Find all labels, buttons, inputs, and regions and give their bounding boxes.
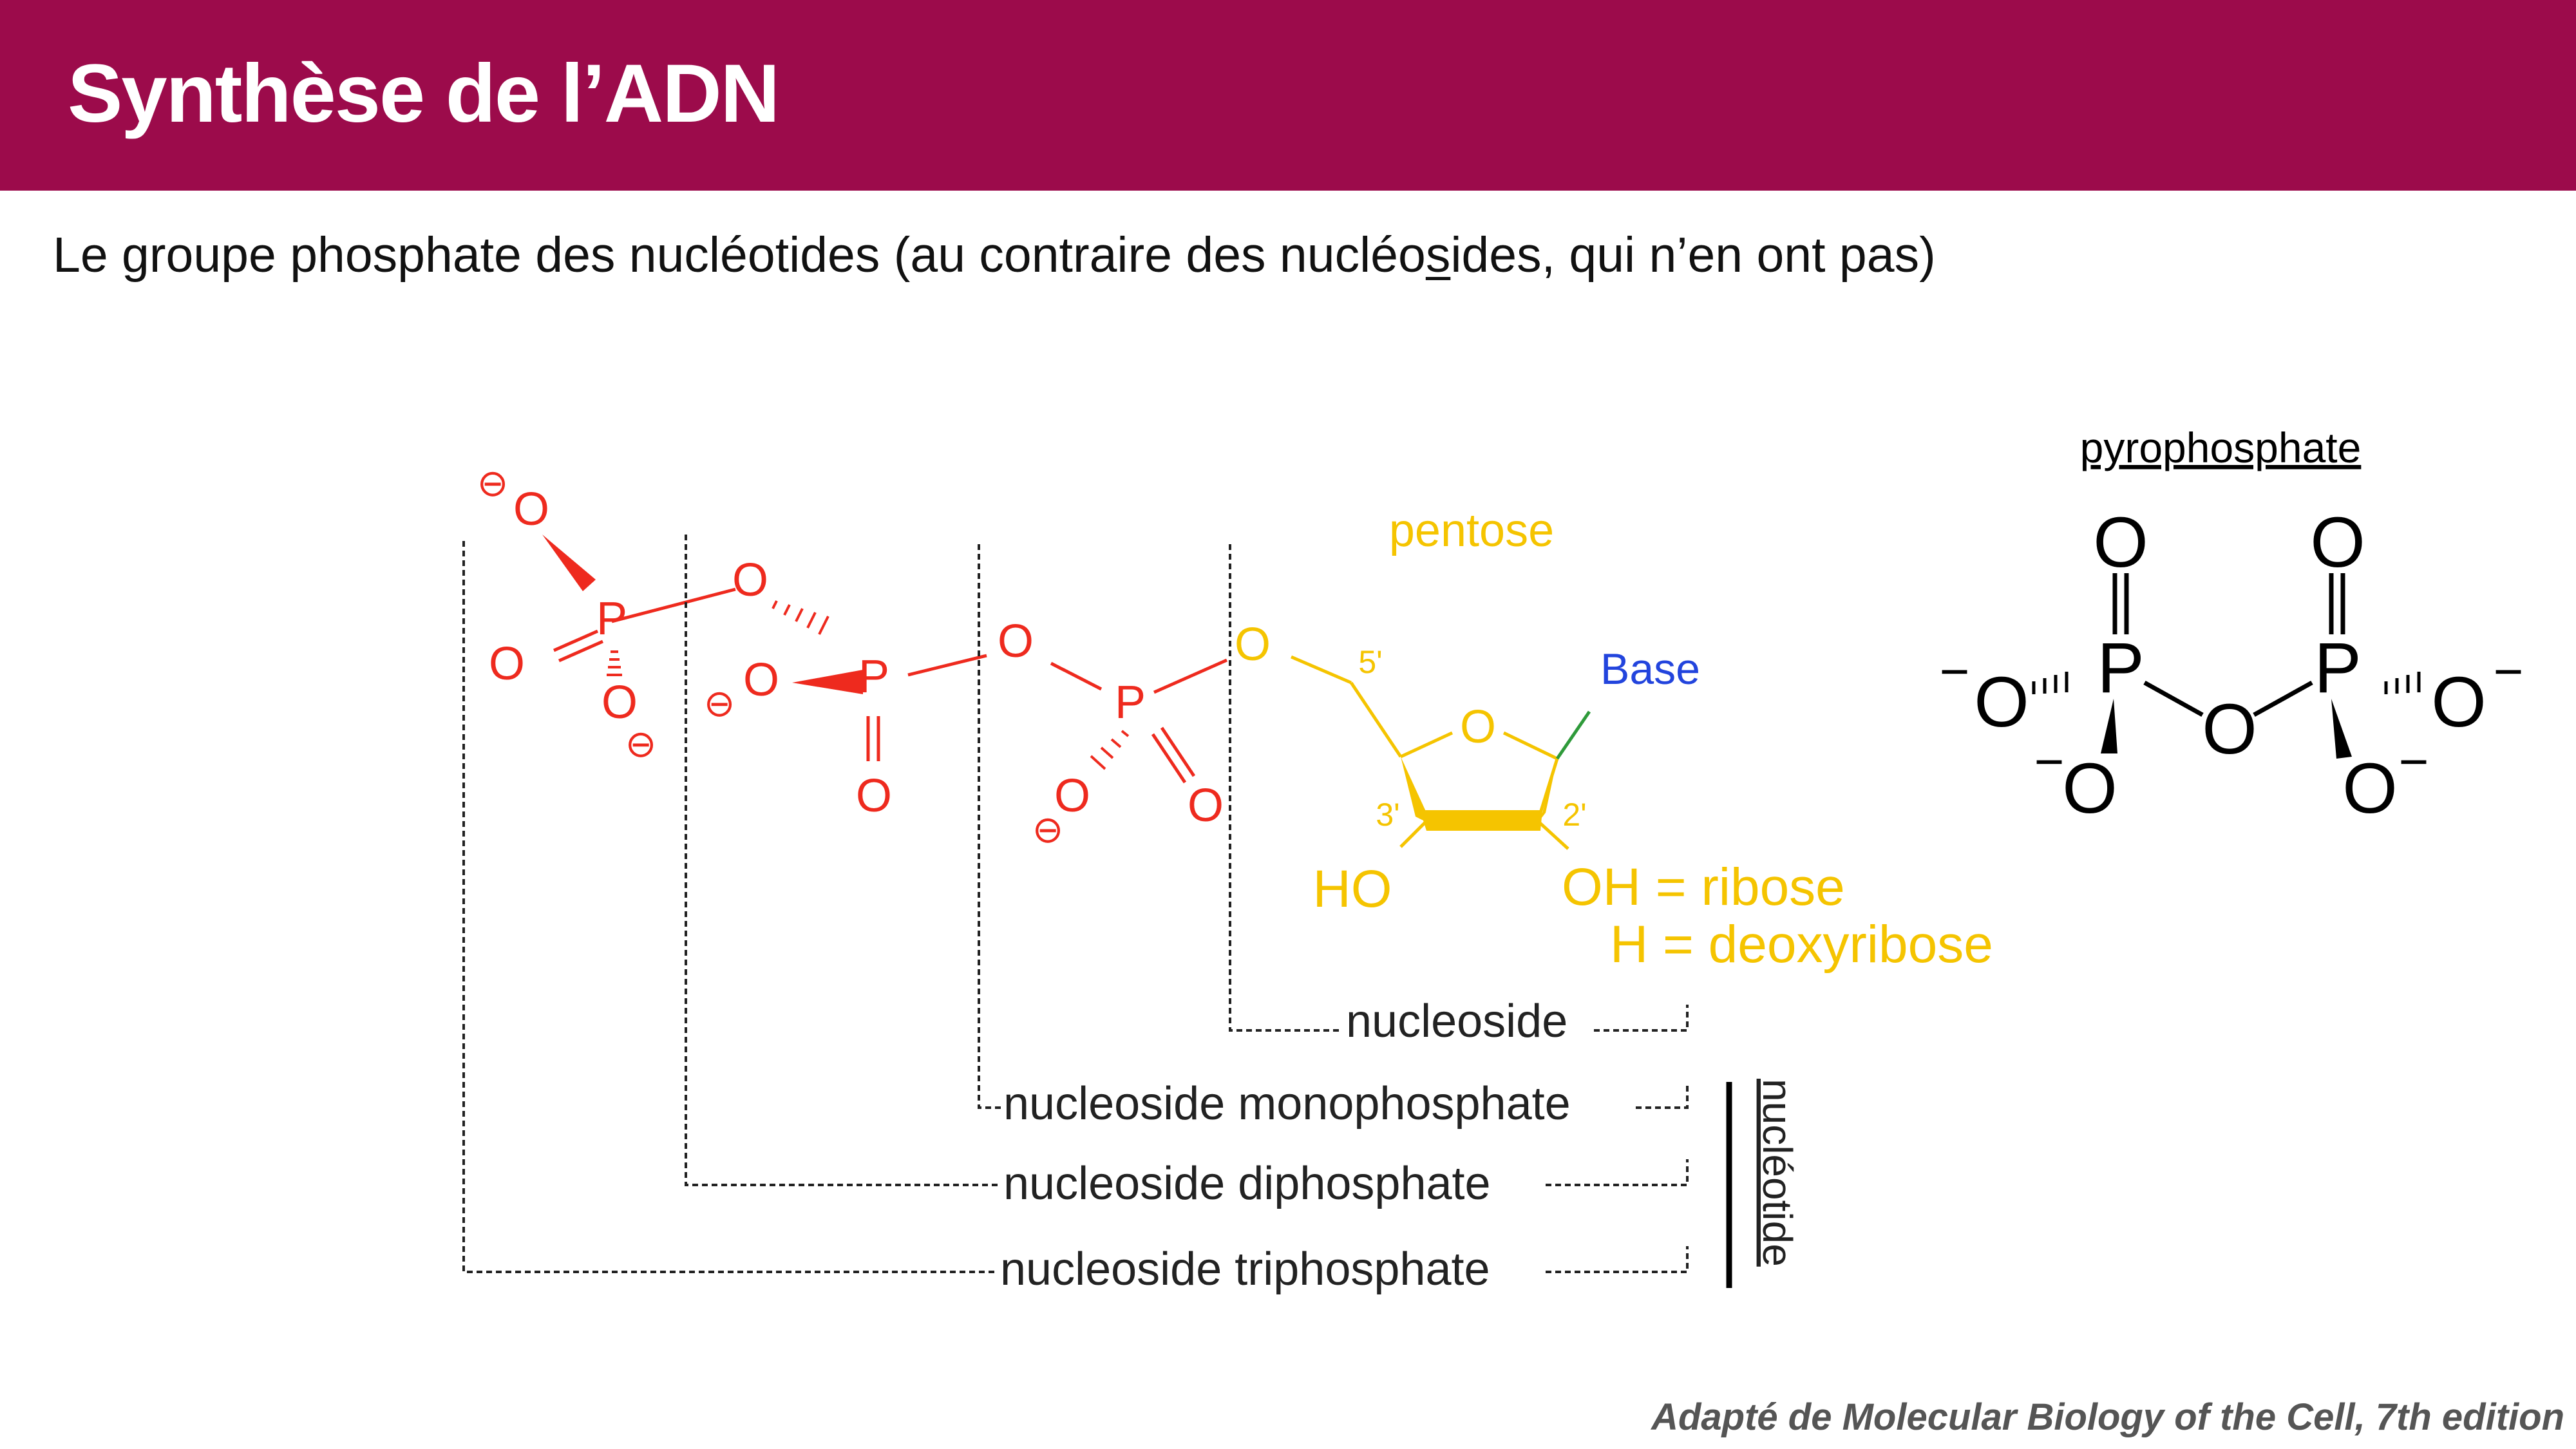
bond-p1-o-double-a — [553, 629, 599, 652]
hashed-bond-obridge-p2 — [772, 600, 829, 635]
ppi-minus-right: − — [2494, 643, 2524, 700]
bracket-nucleoside-left — [1229, 544, 1343, 1032]
atom-o-p2-left: O — [743, 654, 779, 706]
slide-title: Synthèse de l’ADN — [68, 48, 780, 140]
nucleotide-label: nucléotide — [1754, 1079, 1801, 1267]
phosphate-bonds — [553, 587, 1228, 784]
ring-wedge-bottom — [1420, 810, 1542, 831]
ppi-o-bottom-right: O — [2342, 749, 2398, 828]
bracket-di-right — [1546, 1159, 1689, 1186]
subtitle-text-before: Le groupe phosphate des nucléotides (au … — [53, 227, 1426, 283]
pentose-labels: pentose O O 5' 3' 2' HO — [1235, 505, 1587, 918]
charge-minus-4: ⊖ — [1032, 809, 1064, 851]
atom-o-p3-right: O — [1188, 780, 1224, 831]
atom-o-p3-left: O — [1054, 770, 1090, 822]
dashed-brackets — [462, 535, 1689, 1273]
label-nucleoside-triphosphate: nucleoside triphosphate — [1000, 1244, 1490, 1295]
pentose-bonds — [1291, 655, 1569, 850]
label-oh-ribose: OH = ribose — [1562, 858, 1845, 916]
sugar-variants: OH = ribose H = deoxyribose — [1562, 858, 1993, 974]
bond-p1-o-double-b — [558, 639, 604, 663]
bond-p2-obridge2 — [907, 654, 987, 677]
pyrophosphate-atoms: O O P P O O O O O — [1974, 503, 2486, 828]
label-c2: 2' — [1562, 797, 1586, 833]
atom-o5: O — [1235, 619, 1271, 670]
ppi-p-right: P — [2314, 629, 2361, 708]
charge-minus-3: ⊖ — [704, 683, 735, 724]
ring-wedge-left — [1401, 757, 1437, 828]
label-c3: 3' — [1376, 797, 1399, 833]
ppi-wedge-left — [2101, 699, 2117, 753]
slide-subtitle: Le groupe phosphate des nucléotides (au … — [53, 227, 1936, 284]
base-label: Base — [1600, 645, 1700, 694]
wedge-bond-o-p2 — [792, 670, 863, 694]
ppi-minus-left: − — [1940, 643, 1970, 700]
pyrophosphate-bonds — [2112, 573, 2345, 717]
bond-obridge2-p3 — [1050, 661, 1103, 691]
label-h-deoxyribose: H = deoxyribose — [1610, 915, 1993, 974]
bond-c1-base — [1555, 710, 1591, 760]
atom-o-ring: O — [1460, 701, 1496, 753]
atom-o-p2-bottom: O — [856, 770, 892, 822]
negative-charges: ⊖ ⊖ ⊖ ⊖ — [477, 462, 1064, 851]
hashed-bond-p1-o3 — [607, 650, 622, 676]
label-ho: HO — [1313, 860, 1392, 918]
header-bar: Synthèse de l’ADN — [0, 0, 2576, 191]
atom-o-bridge2: O — [998, 616, 1034, 667]
ppi-minus-bottom-left: − — [2034, 733, 2065, 790]
charge-minus-1: ⊖ — [477, 462, 509, 504]
source-credit: Adapté de Molecular Biology of the Cell,… — [1651, 1396, 2564, 1438]
bracket-tri-left — [462, 541, 998, 1273]
bond-p3-o5 — [1153, 658, 1228, 694]
label-c5: 5' — [1358, 644, 1382, 680]
atom-p2: P — [858, 651, 889, 703]
bond-p3-o-double-a — [1151, 733, 1187, 784]
ppi-p-left: P — [2097, 629, 2144, 708]
ppi-wedge-right — [2331, 699, 2352, 759]
label-nucleoside-monophosphate: nucleoside monophosphate — [1003, 1078, 1571, 1130]
ppi-bond-o-p2 — [2253, 680, 2313, 717]
atom-p3: P — [1115, 677, 1146, 728]
bond-p3-o-double-b — [1160, 726, 1196, 777]
ppi-o-top-right: O — [2310, 503, 2365, 582]
ppi-o-bottom-left: O — [2062, 749, 2117, 828]
bond-c2-oh — [1537, 820, 1569, 850]
subtitle-underlined-letter: s — [1425, 227, 1451, 283]
bond-oring-c1 — [1502, 731, 1558, 761]
pyrophosphate-title: pyrophosphate — [2080, 424, 2362, 471]
bracket-labels: nucleoside nucleoside monophosphate nucl… — [1000, 996, 1571, 1295]
ppi-minus-bottom-right: − — [2399, 733, 2429, 790]
bracket-nucleoside-right — [1594, 1005, 1689, 1032]
atom-o-top: O — [513, 484, 549, 535]
pentose-label: pentose — [1389, 505, 1554, 556]
bracket-mono-left — [978, 544, 1001, 1109]
atom-o-p1-left: O — [489, 638, 525, 690]
bond-c4-oring — [1399, 731, 1454, 759]
ppi-o-right: O — [2431, 663, 2486, 742]
label-nucleoside-diphosphate: nucleoside diphosphate — [1003, 1158, 1491, 1209]
bracket-di-left — [685, 535, 1001, 1186]
bracket-mono-right — [1636, 1082, 1689, 1109]
phosphate-atoms: O P O O O P O O O P O O — [489, 484, 1224, 831]
bond-c3-ho — [1399, 820, 1428, 848]
atom-o-bridge1: O — [732, 554, 768, 606]
wedge-bond-o-p1 — [542, 535, 596, 591]
ppi-o-bridge: O — [2202, 690, 2257, 769]
ppi-bond-p1-o — [2143, 680, 2204, 717]
atom-p1: P — [596, 593, 627, 645]
bond-c5-c4 — [1349, 681, 1403, 758]
bond-o5-c5 — [1291, 655, 1352, 685]
ppi-hashed-bonds — [2032, 672, 2421, 694]
subtitle-text-after: ides, qui n’en ont pas) — [1450, 227, 1936, 283]
bond-p1-obridge — [611, 587, 736, 623]
pyrophosphate-charges: − − − − — [1940, 643, 2524, 790]
label-nucleoside: nucleoside — [1346, 996, 1567, 1047]
atom-o-p1-bottom: O — [601, 677, 638, 728]
hashed-bond-p3-o — [1090, 730, 1130, 770]
charge-minus-2: ⊖ — [625, 723, 657, 765]
ppi-o-left: O — [1974, 663, 2029, 742]
ppi-o-top-left: O — [2093, 503, 2148, 582]
bracket-tri-right — [1546, 1246, 1689, 1273]
